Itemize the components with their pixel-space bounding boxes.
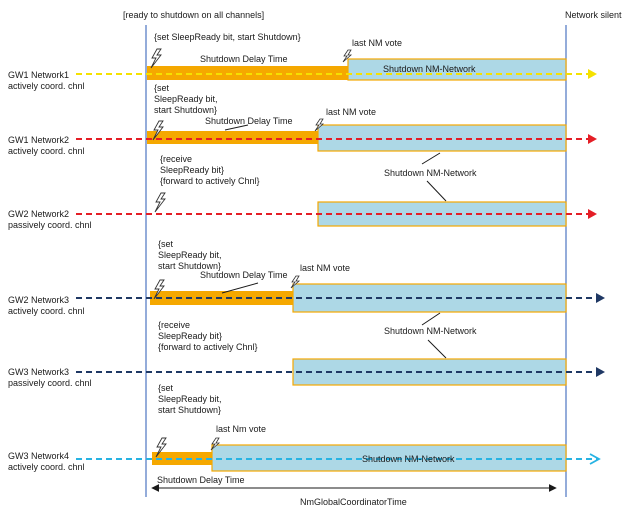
annotation-line: start Shutdown} — [154, 105, 217, 115]
channel-label-gw1-network1: GW1 Network1 actively coord. chnl — [8, 70, 85, 92]
annotation-line: start Shutdown} — [158, 405, 221, 415]
delay-label-leader-line — [221, 282, 259, 294]
lightning-icon — [154, 192, 166, 213]
annotation-line: start Shutdown} — [158, 261, 221, 271]
annotation-line: {forward to actively Chnl} — [158, 342, 258, 352]
channel-gw1-network1: {set SleepReady bit, start Shutdown} Shu… — [76, 32, 597, 81]
global-coordinator-time-label: NmGlobalCoordinatorTime — [300, 497, 407, 507]
header-network-silent-text: Network silent — [565, 10, 622, 20]
channel-label-gw2-network3: GW2 Network3 actively coord. chnl — [8, 295, 85, 317]
channel-gw1-network2: {set SleepReady bit, start Shutdown} Shu… — [76, 83, 597, 202]
arrow-head — [588, 209, 597, 219]
channel-gw2-network2: {receive SleepReady bit} {forward to act… — [76, 154, 597, 227]
channel-gw2-network3: {set SleepReady bit, start Shutdown} Shu… — [76, 239, 605, 359]
channel-role: actively coord. chnl — [8, 462, 85, 472]
channel-label-gw1-network2: GW1 Network2 actively coord. chnl — [8, 135, 85, 157]
channel-role: actively coord. chnl — [8, 306, 85, 316]
annotation-line: {set SleepReady bit, start Shutdown} — [154, 32, 301, 42]
channel-label-gw3-network3: GW3 Network3 passively coord. chnl — [8, 367, 92, 389]
lightning-icon — [150, 48, 162, 69]
lightning-icon — [342, 49, 353, 63]
shutdown-delay-time-label: Shutdown Delay Time — [157, 475, 245, 485]
annotation-line: {set — [154, 83, 170, 93]
shutdown-label-leader-line — [421, 152, 441, 165]
annotation-line: {receive — [158, 320, 190, 330]
annotation-line: {receive — [160, 154, 192, 164]
arrow-head — [589, 453, 601, 465]
lightning-icon — [153, 279, 165, 300]
lightning-icon — [210, 437, 221, 451]
shutdown-delay-time-label: Shutdown Delay Time — [205, 116, 293, 126]
shutdown-label-leader-line — [421, 312, 441, 326]
channel-name: GW2 Network2 — [8, 209, 70, 219]
annotation-line: {set — [158, 383, 174, 393]
arrow-head — [588, 134, 597, 144]
channel-name: GW1 Network2 — [8, 135, 70, 145]
channel-gw3-network3: {receive SleepReady bit} {forward to act… — [76, 320, 605, 386]
channel-role: actively coord. chnl — [8, 146, 85, 156]
annotation-line: SleepReady bit, — [158, 250, 222, 260]
shutdown-nm-network-label: Shutdown NM-Network — [384, 326, 477, 336]
shutdown-nm-network-label: Shutdown NM-Network — [362, 454, 455, 464]
channel-name: GW3 Network3 — [8, 367, 70, 377]
shutdown-delay-time-label: Shutdown Delay Time — [200, 54, 288, 64]
annotation-line: SleepReady bit} — [158, 331, 222, 341]
channel-name: GW1 Network1 — [8, 70, 70, 80]
last-nm-vote-label: last NM vote — [326, 107, 376, 117]
last-nm-vote-label: last NM vote — [300, 263, 350, 273]
shutdown-nm-network-label: Shutdown NM-Network — [383, 64, 476, 74]
shutdown-label-leader-line — [426, 180, 447, 202]
annotation-line: {set — [158, 239, 174, 249]
shutdown-delay-time-label: Shutdown Delay Time — [200, 270, 288, 280]
lightning-icon — [314, 118, 325, 132]
arrow-head — [596, 293, 605, 303]
annotation-line: SleepReady bit} — [160, 165, 224, 175]
last-nm-vote-label: last Nm vote — [216, 424, 266, 434]
lightning-icon — [290, 275, 301, 289]
channel-role: actively coord. chnl — [8, 81, 85, 91]
annotation-line: SleepReady bit, — [154, 94, 218, 104]
last-nm-vote-label: last NM vote — [352, 38, 402, 48]
channel-label-gw2-network2: GW2 Network2 passively coord. chnl — [8, 209, 92, 231]
shutdown-nm-network-label: Shutdown NM-Network — [384, 168, 477, 178]
channel-name: GW3 Network4 — [8, 451, 70, 461]
lightning-icon — [152, 120, 164, 141]
channel-gw3-network4: {set SleepReady bit, start Shutdown} Shu… — [76, 383, 601, 485]
arrow-head — [596, 367, 605, 377]
shutdown-delay-bar — [147, 131, 318, 144]
channel-name: GW2 Network3 — [8, 295, 70, 305]
shutdown-label-leader-line — [427, 339, 447, 359]
arrow-head — [588, 69, 597, 79]
lightning-icon — [155, 437, 167, 458]
channel-role: passively coord. chnl — [8, 378, 92, 388]
channel-role: passively coord. chnl — [8, 220, 92, 230]
channel-label-gw3-network4: GW3 Network4 actively coord. chnl — [8, 451, 85, 473]
annotation-line: SleepReady bit, — [158, 394, 222, 404]
annotation-line: {forward to actively Chnl} — [160, 176, 260, 186]
delay-label-leader-line — [224, 124, 249, 131]
header-ready-text: [ready to shutdown on all channels] — [123, 10, 264, 20]
